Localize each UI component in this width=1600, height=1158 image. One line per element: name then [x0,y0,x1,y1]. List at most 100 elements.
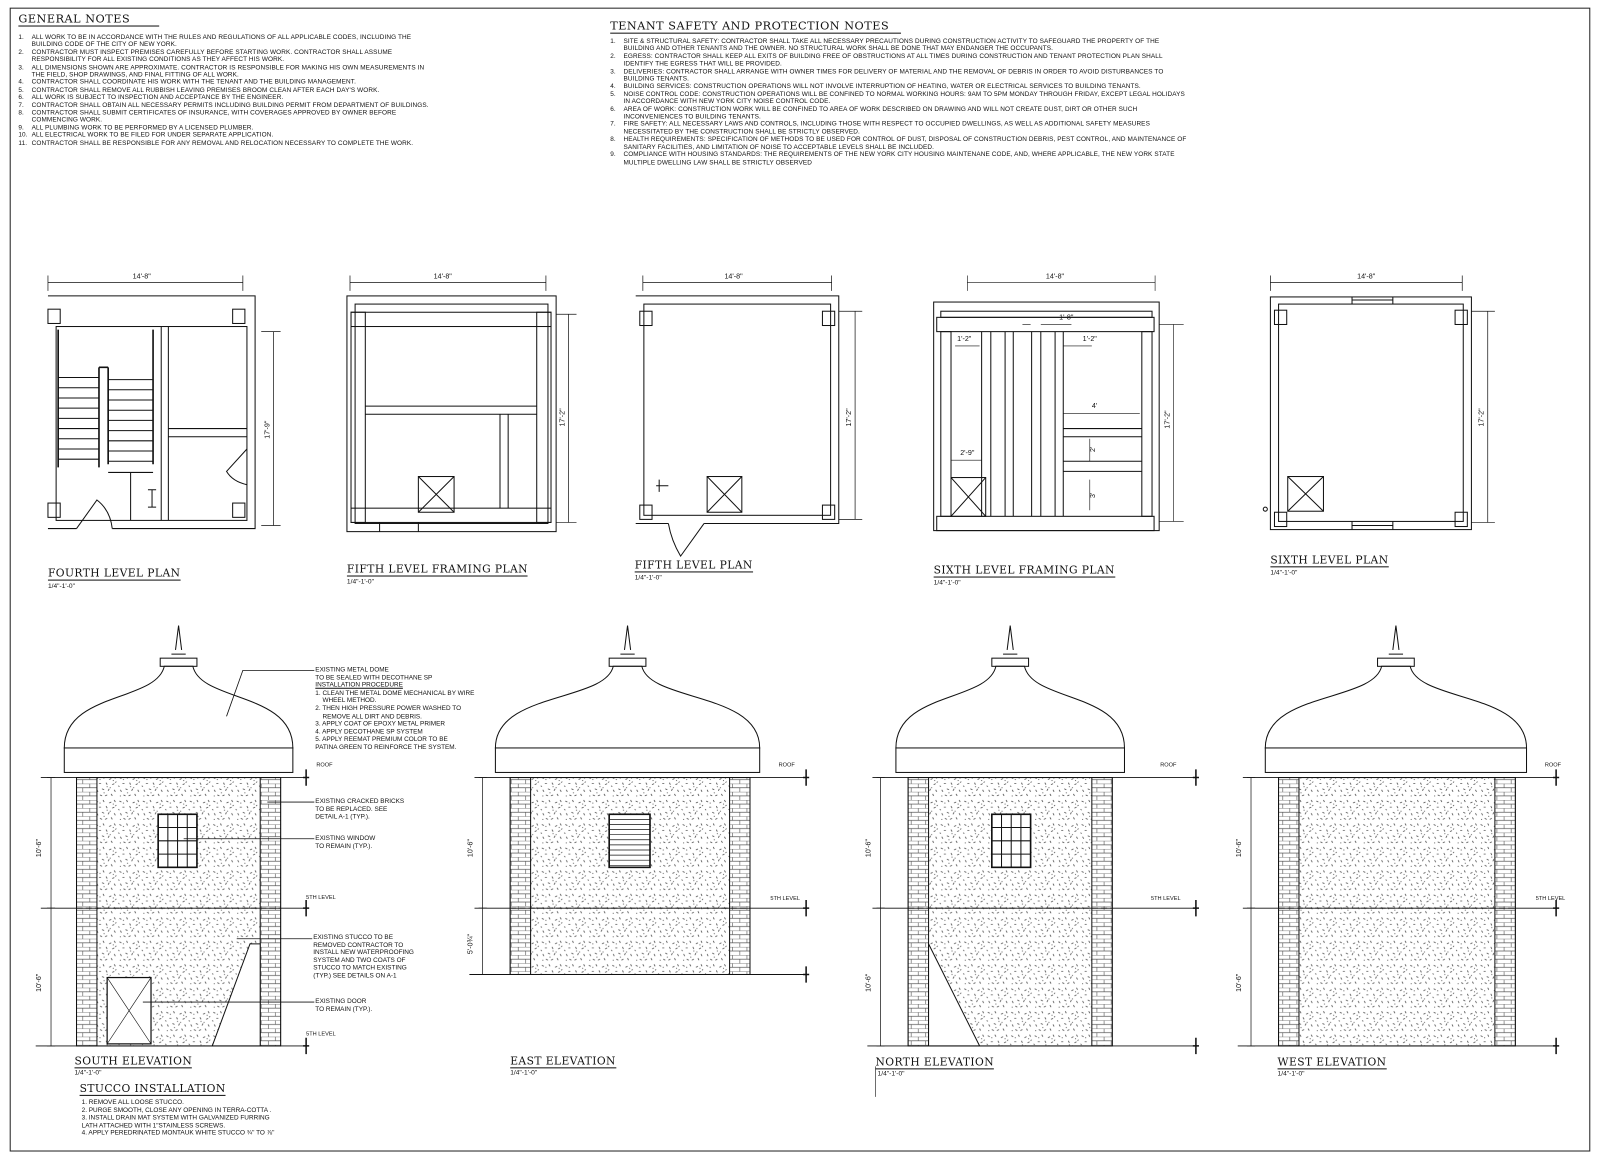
note-number: 3. [18,63,24,72]
annotation-leaders [142,669,876,1097]
note-item: 1.ALL WORK TO BE IN ACCORDANCE WITH THE … [18,34,432,49]
height-dim: 10'-6" [1235,973,1243,992]
plan-scale: 1/4"-1'-0" [346,578,374,586]
note-text: ALL DIMENSIONS SHOWN ARE APPROXIMATE. CO… [31,63,425,79]
annotation-line: EXISTING DOOR [315,997,367,1006]
height-dimension [46,777,56,1047]
plan-width-dim: 14'-8" [1357,273,1376,281]
level-label: 5TH LEVEL [770,896,800,902]
note-item: 1.SITE & STRUCTURAL SAFETY: CONTRACTOR S… [610,38,1188,53]
general-notes-title: GENERAL NOTES [18,12,159,27]
note-text: ALL ELECTRICAL WORK TO BE FILED FOR UNDE… [31,131,274,140]
note-number: 7. [18,101,24,109]
height-dim: 10'-6" [35,973,43,992]
framing-dim: 2' [1089,447,1097,452]
note-number: 3. [610,67,616,76]
tenant-notes-title: TENANT SAFETY AND PROTECTION NOTES [610,19,902,34]
level-marker [803,769,810,786]
elevations-group [35,625,1560,1055]
sixth-level-framing-plan: 14'-8" 17'-2" 1'-8" 1'-2" 1'-2" 4' 2'-9"… [933,273,1184,532]
stucco-step: LATH ATTACHED WITH 1"STAINLESS SCREWS. [81,1122,226,1130]
stucco-installation-list: 1. REMOVE ALL LOOSE STUCCO. 2. PURGE SMO… [82,1099,275,1138]
plan-width-dim: 14'-8" [724,273,743,281]
level-label: 5TH LEVEL [306,895,336,901]
plan-scale: 1/4"-1'-0" [1270,569,1298,577]
annotation-line: INSTALL NEW WATERPROOFING [313,949,414,957]
door-annotation: EXISTING DOOR TO REMAIN (TYP.). [315,998,372,1013]
note-text: ALL WORK TO BE IN ACCORDANCE WITH THE RU… [31,33,412,49]
door-panel [106,977,152,1045]
annotation-line: EXISTING METAL DOME [315,666,389,674]
note-text: CONTRACTOR SHALL REMOVE ALL RUBBISH LEAV… [31,86,380,94]
level-marker [1553,899,1560,917]
note-number: 7. [610,120,616,129]
annotation-line: TO BE SEALED WITH DECOTHANE SP [315,674,433,682]
height-dim: 10'-6" [466,839,474,858]
level-label: 5TH LEVEL [1151,896,1181,902]
framing-dim: 1'-2" [957,335,972,343]
dome-collar [991,657,1030,667]
annotation-line: DETAIL A-1 (TYP.). [315,813,370,821]
stucco-wall [1278,777,1516,1047]
brick-pier [1278,777,1300,1047]
stucco-step: 4. APPLY PEREDRINATED mONTAUK WHITE STUC… [81,1129,275,1138]
procedure-step: 2. THEN HIGH PRESSURE POWER WASHED TO [315,705,462,713]
elevation-title: NORTH ELEVATION [875,1056,995,1070]
procedure-title: INSTALLATION PROCEDURE [315,681,403,689]
note-text: CONTRACTOR SHALL COORDINATE HIS WORK WIT… [31,79,356,87]
height-dim: 10'-6" [1235,839,1243,858]
note-text: FIRE SAFETY: ALL NECESSARY LAWS AND CONT… [623,120,1150,136]
note-item: 6.AREA OF WORK: CONSTRUCTION WORK WILL B… [610,106,1188,121]
level-line [867,777,1196,1047]
note-item: 4.CONTRACTOR SHALL COORDINATE HIS WORK W… [18,79,432,87]
stucco-installation-title: STUCCO INSTALLATION [79,1082,226,1096]
level-marker [303,899,310,917]
elevation-title: WEST ELEVATION [1277,1056,1387,1070]
metal-dome [63,665,294,749]
note-item: 2.CONTRACTOR MUST INSPECT PREMISES CAREF… [18,49,432,64]
height-dim: 10'-6" [864,973,872,992]
note-text: AREA OF WORK: CONSTRUCTION WORK WILL BE … [623,105,1138,121]
note-text: SITE & STRUCTURAL SAFETY: CONTRACTOR SHA… [623,37,1160,53]
framing-dim: 2'-9" [960,449,975,457]
procedure-step: WHEEL METHOD. [315,697,377,705]
note-item: 7.CONTRACTOR SHALL OBTAIN ALL NECESSARY … [18,102,432,110]
height-dim: 10'-6" [35,839,43,858]
dome-base [63,747,294,773]
level-label: 5TH LEVEL [1536,896,1566,902]
note-item: 9.COMPLIANCE WITH HOUSING STANDARDS: THE… [610,151,1188,166]
note-number: 4. [610,83,616,91]
general-notes-list: 1.ALL WORK TO BE IN ACCORDANCE WITH THE … [18,34,432,147]
finial [1003,625,1018,655]
framing-dim: 1'-8" [1059,313,1074,321]
plan-height-dim: 17'-2" [845,408,853,427]
plan-title: FIFTH LEVEL PLAN [634,559,753,573]
note-text: BUILDING SERVICES: CONSTRUCTION OPERATIO… [623,83,1141,91]
louver [608,813,651,869]
level-label: 5TH LEVEL [306,1032,336,1038]
plan-title: SIXTH LEVEL PLAN [1270,554,1389,568]
annotation-line: EXISTING STUCCO TO BE [313,933,394,941]
height-dimension [478,777,487,975]
window-annotation: EXISTING WINDOW TO REMAIN (TYP.). [315,835,375,850]
plan-width-dim: 14'-8" [133,273,152,281]
finial [620,625,635,655]
window-muntins [991,814,1031,868]
procedure-step: 5. APPLY REEMAT PREMIUM COLOR TO BE [315,736,448,744]
metal-dome [1264,665,1528,749]
plan-height-dim: 17'-2" [558,408,566,427]
note-number: 9. [18,124,24,132]
finial [171,625,186,655]
note-item: 3.DELIVERIES: CONTRACTOR SHALL ARRANGE W… [610,68,1188,83]
elevation-scale: 1/4"-1'-0" [74,1069,102,1077]
elevation-drawing [1237,625,1560,1055]
level-marker [303,1037,310,1055]
note-number: 10. [18,131,28,140]
elevation-drawing [469,625,810,983]
brick-pier [729,777,751,975]
sheet-border [9,7,1591,1152]
plan-height-dim: 17'-2" [1163,410,1171,429]
dome-collar [608,657,647,667]
dome-base [895,747,1125,773]
annotation-line: (TYP.) SEE DETAILS ON A-1 [313,972,397,980]
